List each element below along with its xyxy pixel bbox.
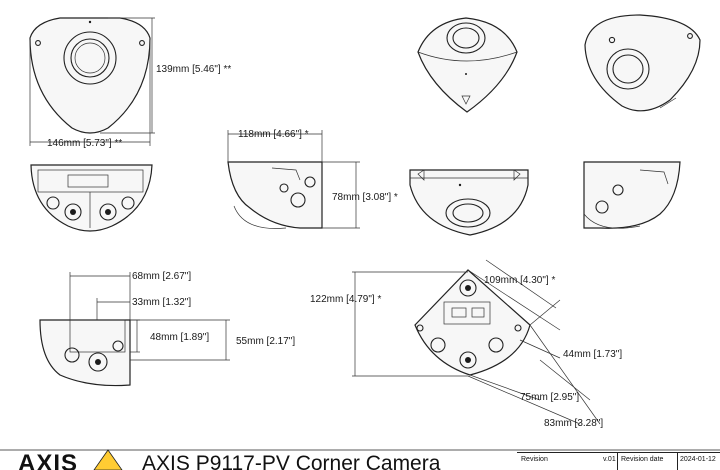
dim-mount-height-outer: 55mm [2.17"]: [236, 336, 295, 347]
dome-front-view: [409, 169, 529, 236]
axis-logo-triangle-icon: [93, 449, 123, 470]
dim-mount-depth-outer: 68mm [2.67"]: [132, 271, 191, 282]
revision-label: Revision: [521, 456, 548, 463]
revision-date-label: Revision date: [621, 456, 664, 463]
axis-logo: AXIS: [18, 450, 79, 470]
dim-front-height: 139mm [5.46"] **: [156, 64, 231, 75]
dim-bottom-83: 83mm [3.28"]: [544, 418, 603, 429]
mount-side-view: [39, 272, 230, 387]
revision-date-value: 2024-01-12: [680, 456, 716, 463]
dim-side-height: 78mm [3.08"] *: [332, 192, 398, 203]
dim-mount-height-inner: 48mm [1.89"]: [150, 332, 209, 343]
revision-value: v.01: [603, 456, 616, 463]
iso-view-front: [417, 17, 518, 113]
dim-front-width: 146mm [5.73"] **: [47, 138, 122, 149]
iso-view-angled: [584, 14, 701, 112]
side-view-right: [583, 161, 681, 229]
title-block: Revision v.01 Revision date 2024-01-12: [517, 452, 720, 470]
cell-divider: [677, 453, 678, 470]
product-title: AXIS P9117-PV Corner Camera: [142, 452, 441, 470]
front-view: [29, 17, 155, 146]
bottom-view: [352, 259, 601, 425]
dim-bottom-width: 109mm [4.30"] *: [484, 275, 555, 286]
dim-side-depth: 118mm [4.66"] *: [238, 129, 309, 140]
side-view: [227, 130, 360, 229]
dim-bottom-height: 122mm [4.79"] *: [310, 294, 381, 305]
dim-bottom-75: 75mm [2.95"]: [520, 392, 579, 403]
dim-bottom-44: 44mm [1.73"]: [563, 349, 622, 360]
dim-mount-depth-inner: 33mm [1.32"]: [132, 297, 191, 308]
cell-divider: [617, 453, 618, 470]
top-view-open: [30, 164, 153, 232]
